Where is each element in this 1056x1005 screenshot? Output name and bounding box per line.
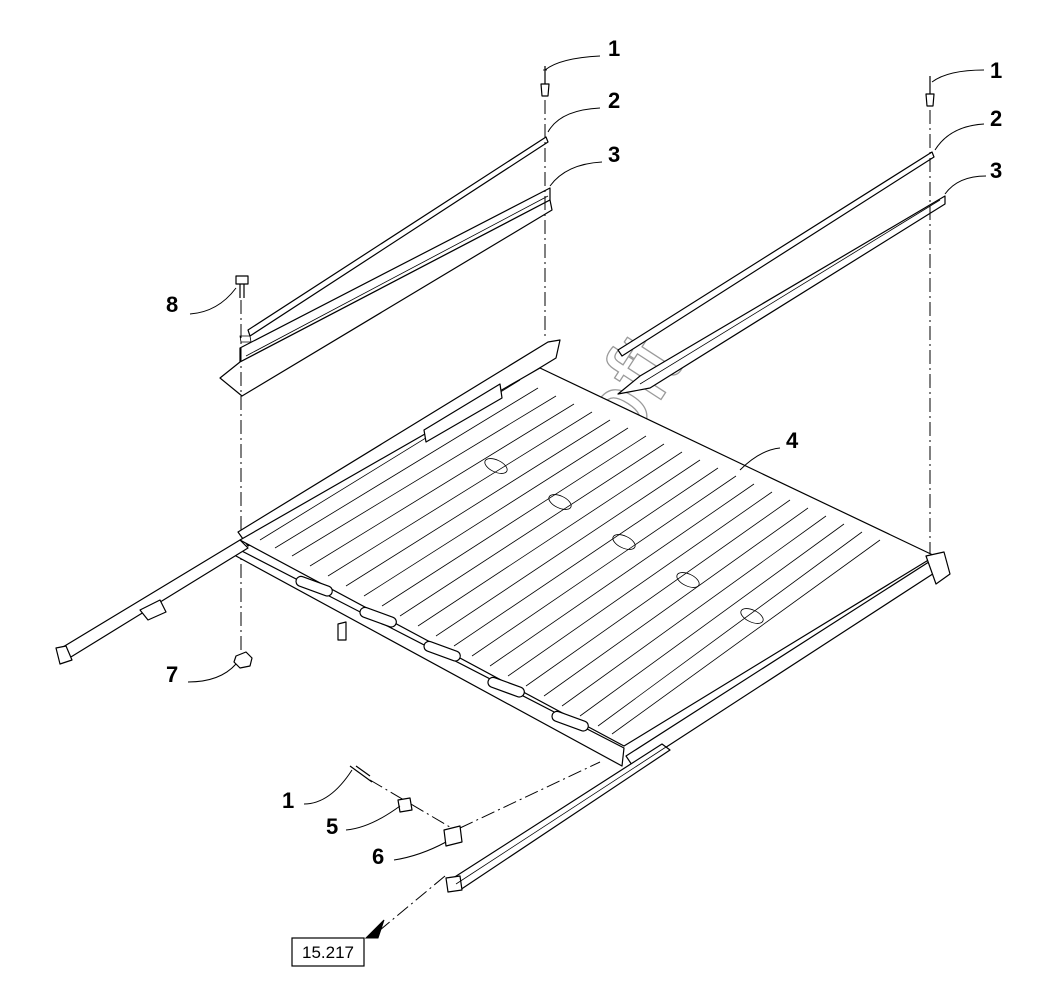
reference-marker: 15.217: [291, 919, 385, 967]
pin-1-lower: [349, 765, 373, 783]
callout-6: 6: [372, 844, 384, 869]
callout-2-right: 2: [990, 106, 1002, 131]
callout-4: 4: [786, 428, 799, 453]
callout-7: 7: [166, 662, 178, 687]
right-strip-2: [617, 151, 935, 357]
reference-arrow-icon: [364, 919, 385, 939]
callout-3-right: 3: [990, 158, 1002, 183]
left-pin-1: [540, 66, 550, 97]
leader-lines: [187, 55, 987, 861]
left-angle-3: [219, 187, 553, 397]
callout-2-left: 2: [608, 88, 620, 113]
plate-6: [443, 825, 463, 847]
callouts: 1 2 3 1 2 3 8 4 7 1 5 6: [166, 36, 1002, 869]
floor-assembly-4: [55, 339, 951, 769]
bolt-8: [235, 275, 249, 298]
lower-side-rail: [445, 743, 671, 893]
callout-8: 8: [166, 292, 178, 317]
reference-box: [291, 937, 365, 967]
reference-label: 15.217: [302, 943, 354, 962]
center-lines: [240, 100, 931, 931]
nut-7: [233, 651, 253, 669]
right-angle-3: [617, 195, 946, 395]
callout-1-left: 1: [608, 36, 620, 61]
floor-slats: [259, 379, 881, 735]
callout-1-right: 1: [990, 58, 1002, 83]
callout-3-left: 3: [608, 142, 620, 167]
callout-1-lower: 1: [282, 788, 294, 813]
callout-5: 5: [326, 814, 338, 839]
washer-5: [397, 797, 413, 813]
right-pin-1: [925, 76, 935, 107]
